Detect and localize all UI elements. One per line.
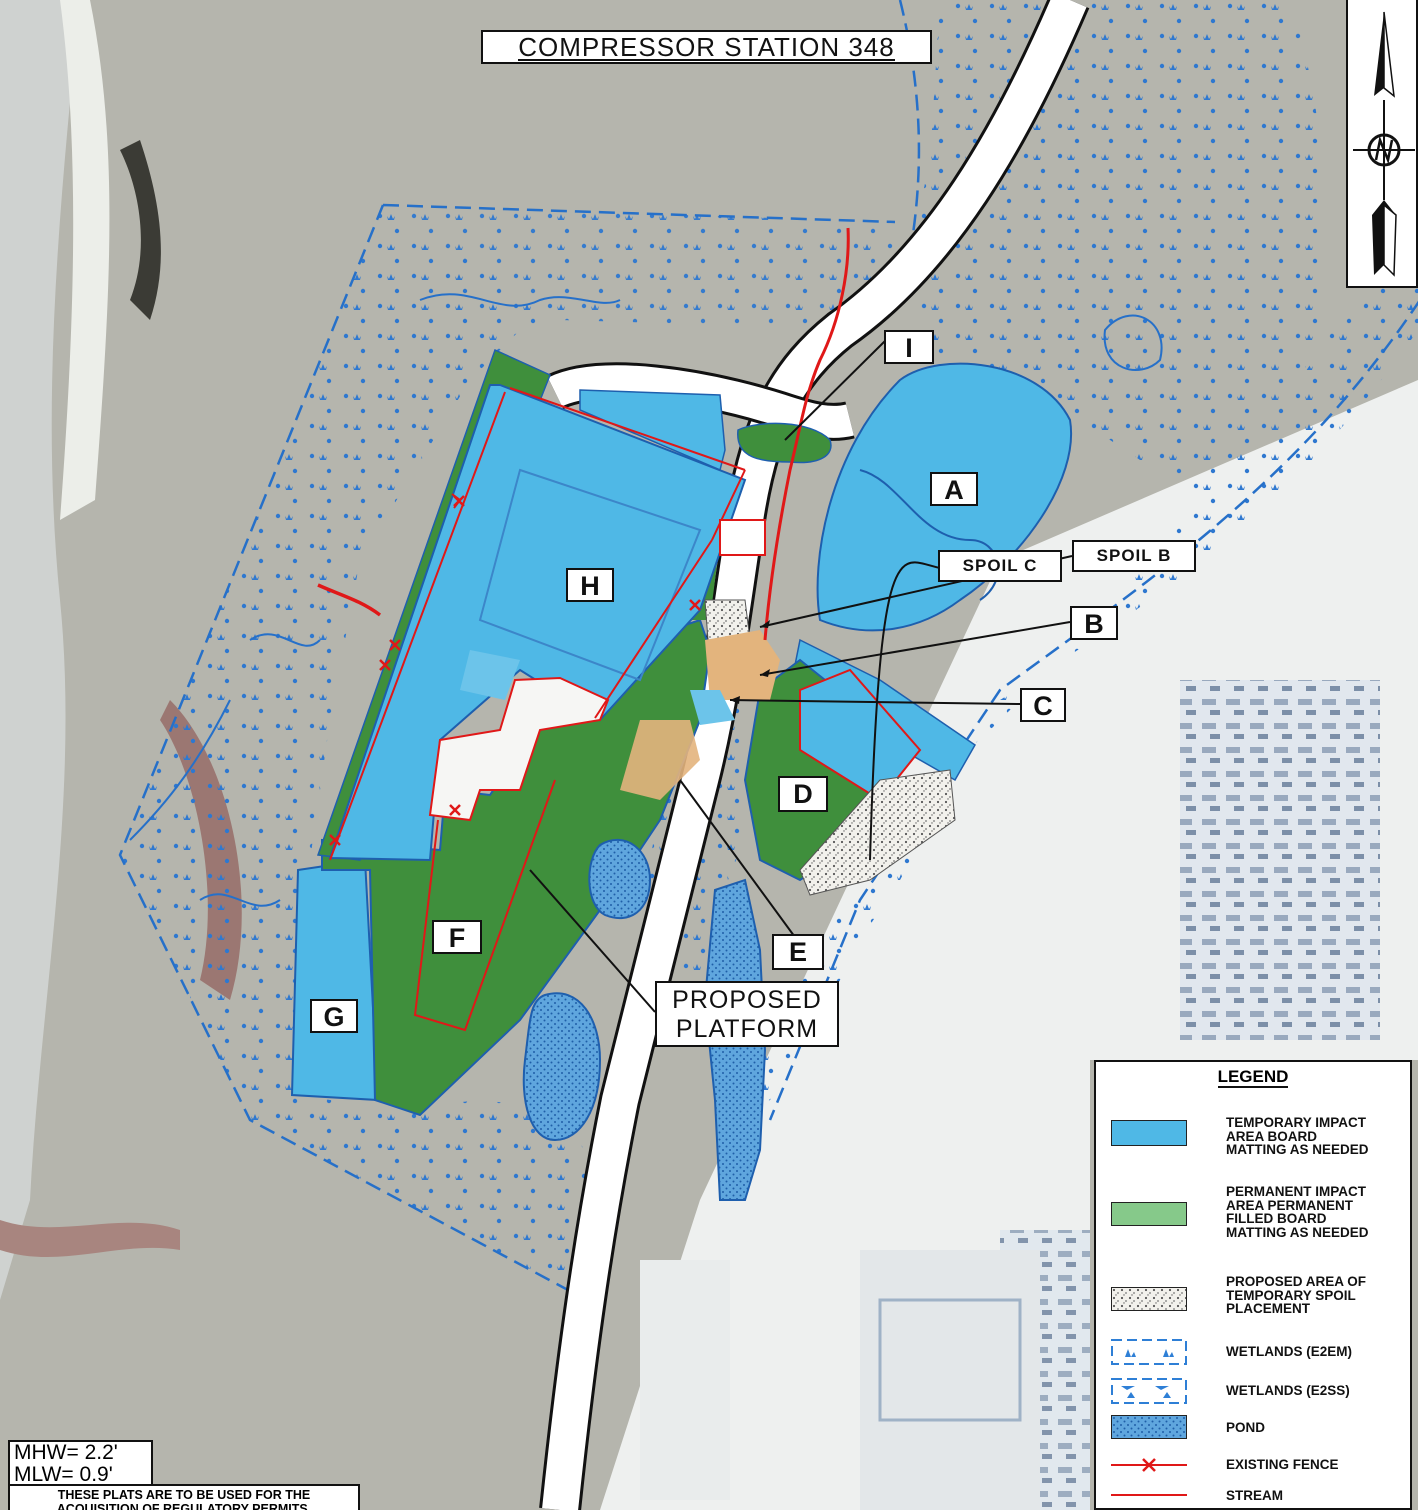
- label-a: A: [930, 472, 978, 506]
- proposed-platform-line-1: PROPOSED: [672, 986, 822, 1014]
- label-h: H: [566, 568, 614, 602]
- title-box: COMPRESSOR STATION 348: [481, 30, 932, 64]
- stream-line-icon: [1111, 1494, 1187, 1496]
- legend-swatch-pond: [1111, 1415, 1187, 1439]
- proposed-platform-line-2: PLATFORM: [675, 1015, 819, 1043]
- label-d: D: [778, 776, 828, 812]
- label-e: E: [772, 934, 824, 970]
- legend-text-fence: EXISTING FENCE: [1226, 1457, 1339, 1472]
- regulatory-note: THESE PLATS ARE TO BE USED FOR THE ACQUI…: [8, 1484, 360, 1510]
- legend-text-e2ss: WETLANDS (E2SS): [1226, 1383, 1350, 1398]
- legend-text-temporary: TEMPORARY IMPACT AREA BOARD MATTING AS N…: [1226, 1115, 1369, 1157]
- note-line-2: ACQUISITION OF REGULATORY PERMITS.: [56, 1502, 312, 1510]
- legend: LEGEND TEMPORARY IMPACT AREA BOARD MATTI…: [1094, 1060, 1412, 1510]
- mlw-value: MLW= 0.9': [14, 1463, 113, 1486]
- label-b: B: [1070, 606, 1118, 640]
- mhw-value: MHW= 2.2': [14, 1441, 118, 1464]
- note-line-1: THESE PLATS ARE TO BE USED FOR THE: [57, 1488, 311, 1502]
- legend-text-e2em: WETLANDS (E2EM): [1226, 1344, 1352, 1359]
- legend-swatch-temporary: [1111, 1120, 1187, 1146]
- fence-line-icon: [1111, 1458, 1187, 1472]
- tide-box: MHW= 2.2' MLW= 0.9': [8, 1440, 153, 1488]
- proposed-platform-label: PROPOSED PLATFORM: [655, 981, 839, 1047]
- legend-text-spoil: PROPOSED AREA OF TEMPORARY SPOIL PLACEME…: [1226, 1274, 1367, 1316]
- legend-swatch-e2ss: [1111, 1378, 1187, 1404]
- label-c: C: [1020, 688, 1066, 722]
- legend-text-permanent: PERMANENT IMPACT AREA PERMANENT FILLED B…: [1226, 1184, 1369, 1240]
- label-f: F: [432, 920, 482, 954]
- legend-text-pond: POND: [1226, 1420, 1266, 1435]
- label-i: I: [884, 330, 934, 364]
- label-spoil-b: SPOIL B: [1072, 540, 1196, 572]
- legend-title: LEGEND: [1217, 1067, 1289, 1088]
- north-arrow-box: [1346, 0, 1418, 288]
- legend-swatch-permanent: [1111, 1202, 1187, 1226]
- legend-swatch-e2em: [1111, 1339, 1187, 1365]
- legend-swatch-spoil: [1111, 1287, 1187, 1311]
- north-arrow-icon: [1353, 11, 1415, 277]
- map-title: COMPRESSOR STATION 348: [518, 32, 895, 62]
- label-spoil-c: SPOIL C: [938, 550, 1062, 582]
- label-g: G: [310, 999, 358, 1033]
- legend-text-stream: STREAM: [1226, 1488, 1283, 1503]
